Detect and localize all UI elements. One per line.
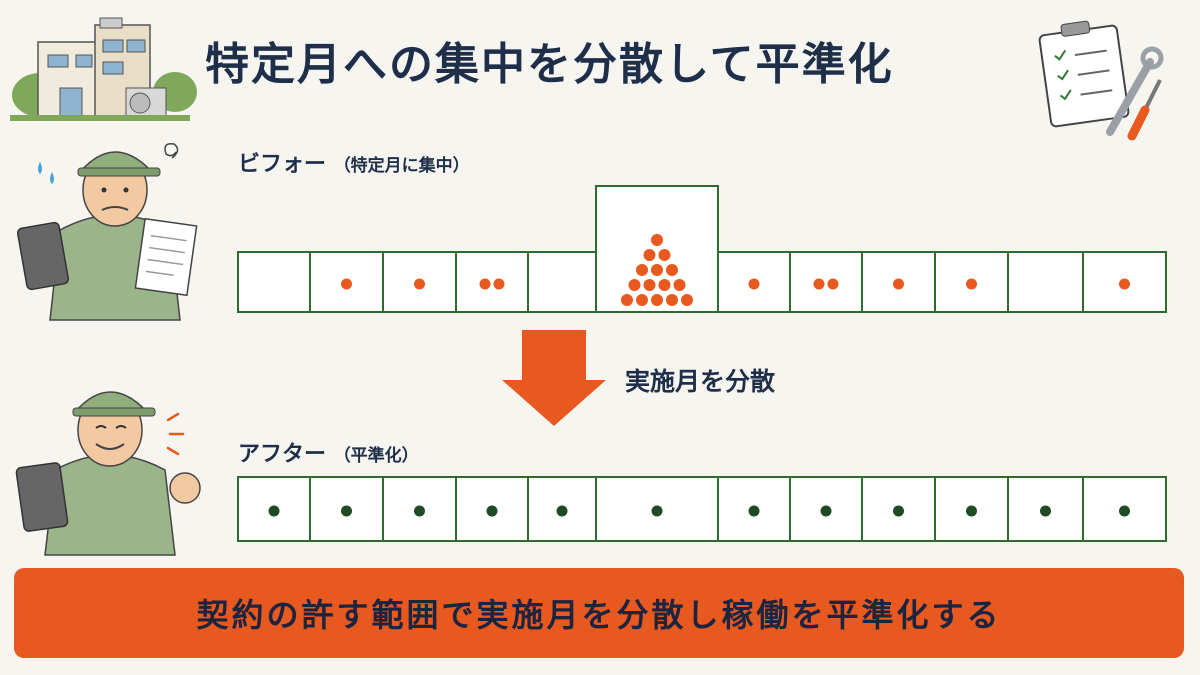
after-dot [268, 505, 280, 517]
after-dot [1119, 505, 1130, 517]
before-dot [628, 279, 641, 291]
after-dot [748, 505, 760, 517]
after-dot [414, 505, 425, 517]
building-icon [10, 17, 197, 121]
after-dot [341, 505, 352, 517]
before-dot [636, 264, 648, 276]
after-label: アフター （平準化） [238, 436, 419, 468]
worried-worker-icon [16, 142, 198, 321]
before-dot [666, 264, 678, 276]
before-month-cell [237, 251, 311, 313]
before-dot [893, 278, 904, 290]
before-dot [651, 234, 663, 246]
before-dot [966, 278, 977, 290]
after-dot [966, 505, 977, 517]
before-dot [651, 294, 663, 306]
conclusion-banner: 契約の許す範囲で実施月を分散し稼働を平準化する [14, 568, 1184, 658]
before-dot [493, 278, 505, 290]
before-label-main: ビフォー [238, 152, 327, 177]
clipboard-icon [1038, 20, 1130, 128]
conclusion-text: 契約の許す範囲で実施月を分散し稼働を平準化する [196, 596, 1002, 634]
after-label-main: アフター [238, 442, 327, 467]
before-dot [813, 278, 825, 290]
after-dot [651, 505, 663, 517]
before-label-sub: （特定月に集中） [333, 156, 470, 176]
happy-worker-icon [15, 391, 201, 556]
after-dot [820, 505, 832, 517]
before-dot [1119, 278, 1130, 290]
after-dot [1040, 505, 1051, 517]
page-title: 特定月への集中を分散して平準化 [205, 39, 894, 90]
before-month-cell [789, 251, 863, 313]
before-label: ビフォー （特定月に集中） [238, 146, 470, 178]
before-dot [643, 279, 656, 291]
arrow-label: 実施月を分散 [625, 367, 776, 396]
before-dot [666, 294, 678, 306]
before-month-cell [455, 251, 529, 313]
before-dot [621, 294, 633, 306]
before-month-cell [527, 251, 597, 313]
before-dot [748, 278, 760, 290]
before-dot [681, 294, 693, 306]
wrench-icon [1106, 46, 1164, 136]
before-dot [827, 278, 839, 290]
before-dot [479, 278, 491, 290]
screwdriver-icon [1127, 79, 1162, 141]
after-dot [556, 505, 568, 517]
after-dot [486, 505, 498, 517]
before-month-cell [309, 251, 384, 313]
before-dot [658, 249, 671, 261]
before-month-cell [1007, 251, 1084, 313]
before-dot [658, 279, 671, 291]
before-dot [341, 278, 352, 290]
down-arrow-icon [502, 330, 606, 426]
before-dot [643, 249, 656, 261]
before-dot [414, 278, 425, 290]
before-dot [651, 264, 663, 276]
before-dot [673, 279, 686, 291]
before-dot [636, 294, 648, 306]
after-dot [893, 505, 904, 517]
after-label-sub: （平準化） [333, 446, 419, 466]
before-month-cell [595, 185, 719, 313]
